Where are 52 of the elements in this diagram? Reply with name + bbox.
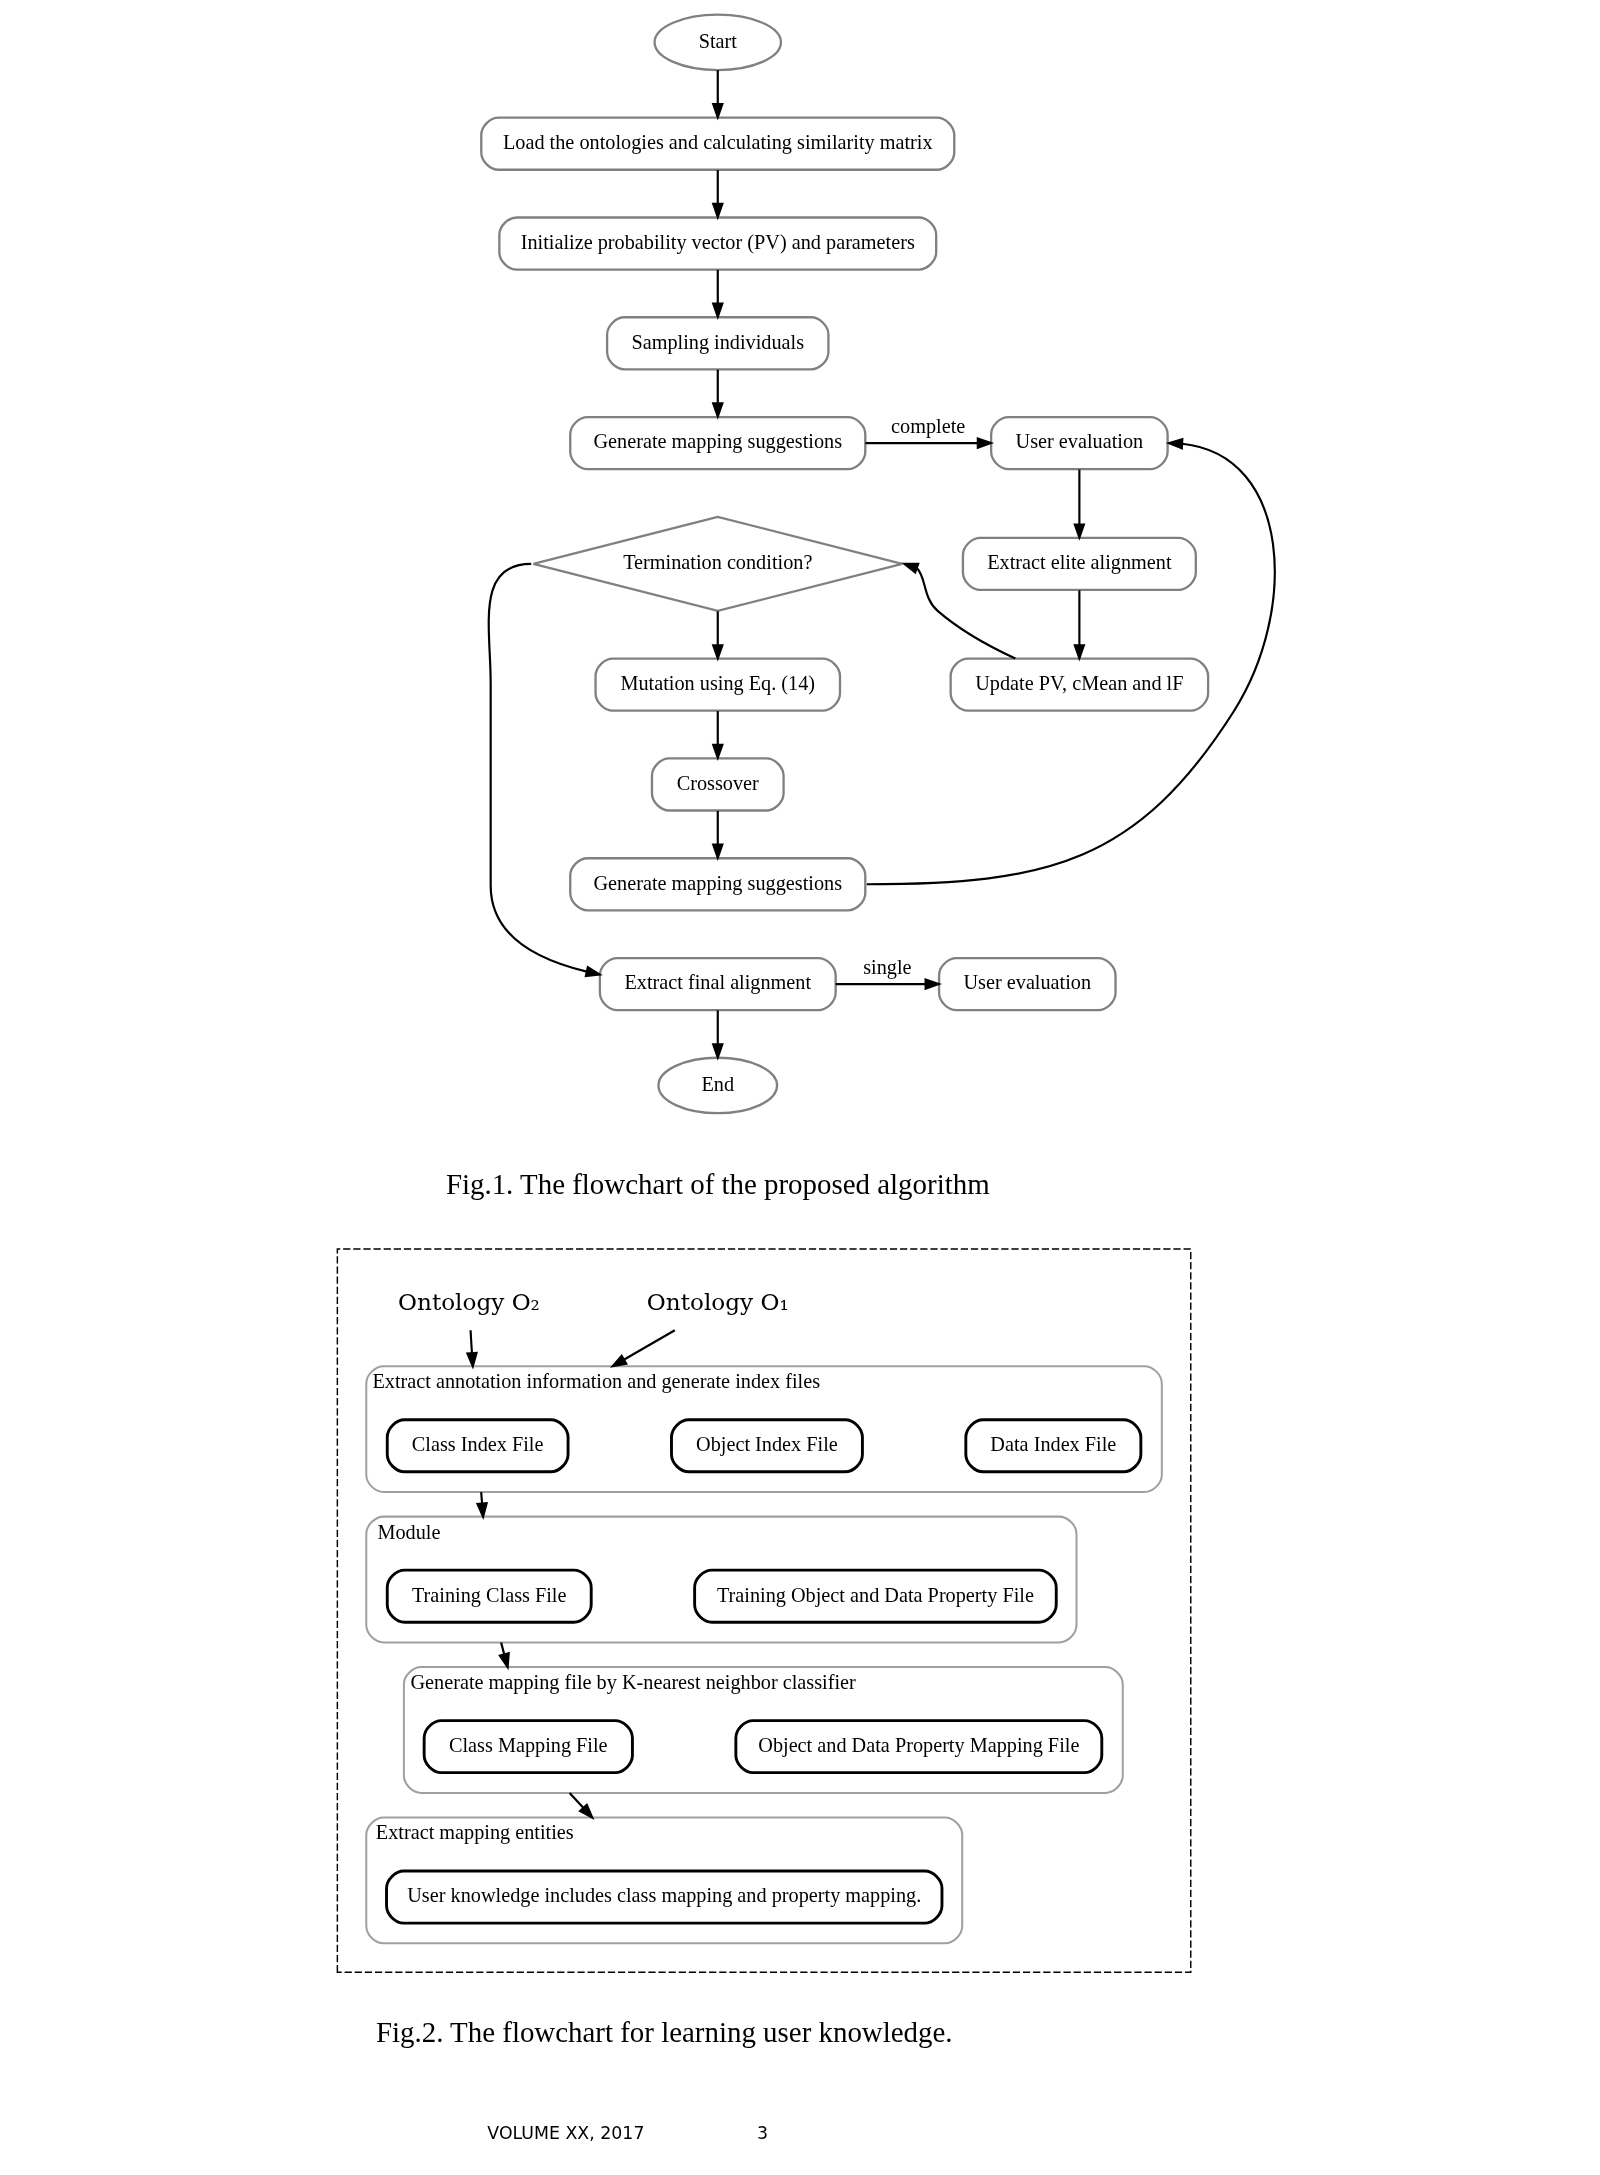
arrow (1072, 469, 1085, 541)
node-box: Update PV, cMean and lF (949, 657, 1209, 712)
arrow (1072, 590, 1085, 662)
node-box: Training Object and Data Property File (692, 1568, 1058, 1624)
arrow (487, 562, 603, 978)
node-box: Mutation using Eq. (14) (593, 657, 841, 712)
arrow (900, 562, 1016, 660)
node-box: Object and Data Property Mapping File (733, 1719, 1103, 1775)
arrow (465, 1330, 478, 1370)
label: Fig.2. The flowchart for learning user knowledge. (375, 2015, 953, 2048)
arrow (711, 269, 724, 320)
node-box: Crossover (650, 757, 785, 812)
arrow (711, 369, 724, 420)
arrow (711, 711, 724, 762)
edge-label: single (862, 956, 912, 979)
node-ellipse: End (656, 1056, 778, 1115)
label: Fig.1. The flowchart of the proposed algorithm (445, 1168, 990, 1201)
arrow (475, 1491, 488, 1520)
arrow (711, 1010, 724, 1061)
node-box: User evaluation (937, 956, 1117, 1012)
node-ellipse: Start (652, 13, 782, 72)
arrow (568, 1792, 594, 1820)
label: 3 (756, 2122, 768, 2143)
arrow (711, 170, 724, 221)
node-text: Ontology O₂ (397, 1288, 540, 1315)
cluster (336, 1248, 1191, 1973)
node-box: User knowledge includes class mapping and property mapping. (384, 1869, 943, 1925)
arrow (711, 810, 724, 861)
node-box: Load the ontologies and calculating similarity matrix (479, 116, 955, 171)
node-box: Generate mapping suggestions (568, 415, 866, 471)
arrow (835, 978, 942, 991)
node-box: Sampling individuals (605, 316, 830, 371)
node-box: Initialize probability vector (PV) and parameters (497, 216, 937, 271)
node-box: Data Index File (963, 1418, 1142, 1474)
node-box: Extract elite alignment (961, 536, 1197, 592)
arrow (609, 1329, 675, 1368)
node-box: Class Index File (385, 1418, 569, 1474)
node-diamond: Termination condition? (531, 515, 903, 613)
node-box: User evaluation (989, 415, 1169, 471)
arrow (711, 70, 724, 121)
edge-label: complete (890, 415, 965, 438)
arrow (711, 611, 724, 662)
node-box: Class Mapping File (422, 1719, 634, 1775)
label: VOLUME XX, 2017 (486, 2122, 644, 2143)
node-box: Training Class File (385, 1568, 593, 1624)
node-box: Extract final alignment (598, 956, 837, 1012)
arrow (864, 437, 994, 450)
arrow (866, 437, 1276, 886)
node-text: Ontology O₁ (646, 1288, 789, 1315)
node-box: Object Index File (669, 1418, 864, 1474)
arrow (497, 1642, 510, 1671)
node-box: Generate mapping suggestions (568, 857, 866, 912)
